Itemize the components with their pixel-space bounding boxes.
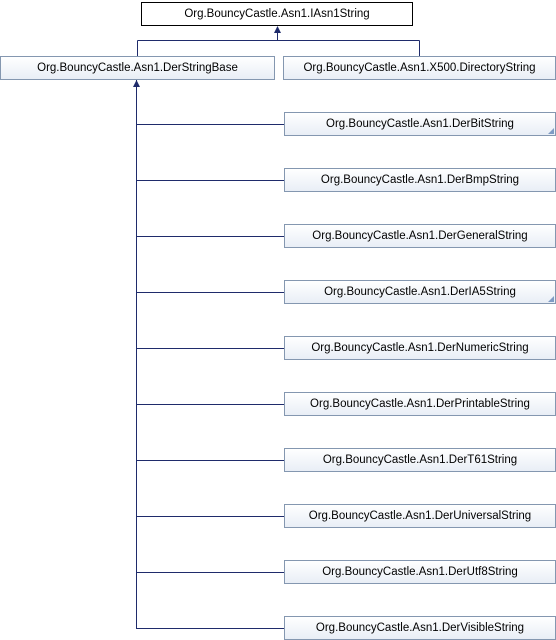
node-dervisiblestring[interactable]: Org.BouncyCastle.Asn1.DerVisibleString — [284, 616, 556, 640]
node-deria5string[interactable]: Org.BouncyCastle.Asn1.DerIA5String — [284, 280, 556, 304]
node-dert61string[interactable]: Org.BouncyCastle.Asn1.DerT61String — [284, 448, 556, 472]
fold-marker-icon — [548, 128, 554, 134]
node-dernumericstring[interactable]: Org.BouncyCastle.Asn1.DerNumericString — [284, 336, 556, 360]
fold-marker-icon — [548, 296, 554, 302]
node-dergeneralstring[interactable]: Org.BouncyCastle.Asn1.DerGeneralString — [284, 224, 556, 248]
node-derbmpstring[interactable]: Org.BouncyCastle.Asn1.DerBmpString — [284, 168, 556, 192]
node-derutf8string[interactable]: Org.BouncyCastle.Asn1.DerUtf8String — [284, 560, 556, 584]
node-derbitstring[interactable]: Org.BouncyCastle.Asn1.DerBitString — [284, 112, 556, 136]
node-directorystring[interactable]: Org.BouncyCastle.Asn1.X500.DirectoryStri… — [283, 56, 556, 80]
arrowhead-iasn1string — [274, 26, 281, 33]
node-derprintablestring[interactable]: Org.BouncyCastle.Asn1.DerPrintableString — [284, 392, 556, 416]
arrowhead-derstringbase — [133, 80, 140, 87]
node-derstringbase[interactable]: Org.BouncyCastle.Asn1.DerStringBase — [0, 56, 275, 80]
node-deruniversalstring[interactable]: Org.BouncyCastle.Asn1.DerUniversalString — [284, 504, 556, 528]
node-iasn1string: Org.BouncyCastle.Asn1.IAsn1String — [141, 2, 413, 26]
